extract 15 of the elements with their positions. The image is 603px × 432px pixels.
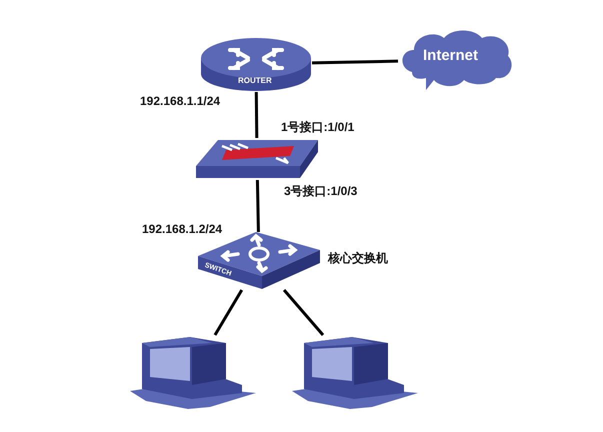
device-caption: 核心交换机 — [328, 252, 388, 266]
network-cable — [312, 60, 398, 64]
firewall-drawing — [196, 138, 318, 180]
device-label: ROUTER — [238, 77, 272, 85]
network-cable — [254, 92, 258, 138]
computer-drawing — [130, 335, 256, 409]
computer-drawing — [292, 335, 418, 409]
interface-label: 1号接口:1/0/1 — [281, 121, 354, 134]
cloud-label: Internet — [423, 48, 478, 63]
interface-label: 192.168.1.1/24 — [140, 95, 220, 108]
network-cable — [282, 289, 324, 336]
network-cable — [214, 289, 244, 336]
network-cable — [256, 180, 260, 232]
interface-label: 192.168.1.2/24 — [142, 223, 222, 236]
interface-label: 3号接口:1/0/3 — [284, 185, 358, 198]
